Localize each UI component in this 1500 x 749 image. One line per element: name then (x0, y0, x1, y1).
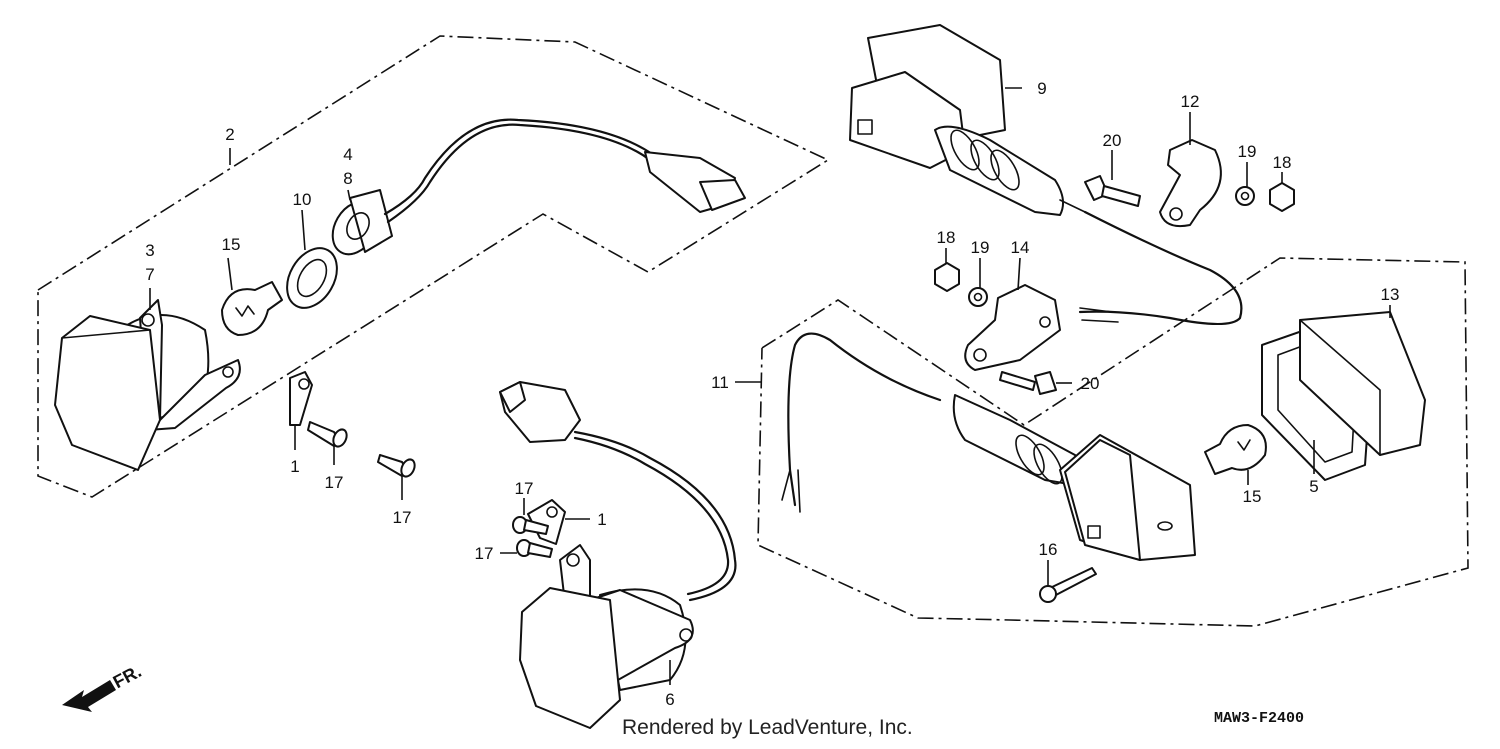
bulb-rear (1204, 424, 1267, 475)
nut-upper (1269, 182, 1295, 212)
callout-18-lower: 18 (937, 228, 956, 247)
callout-11: 11 (711, 373, 729, 392)
callout-15-front: 15 (222, 235, 241, 254)
rear-lower-winker (781, 332, 1196, 561)
callout-9: 9 (1037, 79, 1046, 98)
callout-8: 8 (343, 169, 352, 188)
callout-5: 5 (1309, 477, 1318, 496)
callout-17-front-2: 17 (475, 544, 494, 563)
group-outline-front-left (37, 35, 830, 498)
clamp-left (289, 371, 313, 426)
leader-lines (149, 87, 1391, 685)
group-outline-rear-right (757, 257, 1469, 627)
washer-upper (1235, 186, 1255, 206)
callout-17-left-2: 17 (393, 508, 412, 527)
callout-1-left: 1 (290, 457, 299, 476)
callout-4: 4 (343, 145, 352, 164)
callout-13: 13 (1381, 285, 1400, 304)
front-right-winker-assembly (499, 381, 737, 729)
screw-front-2 (516, 539, 553, 558)
bulb-front (221, 281, 283, 336)
callout-17-front-1: 17 (515, 479, 534, 498)
callout-numbers: 2 3 7 15 10 4 8 1 17 17 17 1 17 6 9 12 2… (145, 79, 1399, 709)
callout-1-front: 1 (597, 510, 606, 529)
diagram-code: MAW3-F2400 (1214, 710, 1305, 727)
callout-15-rear: 15 (1243, 487, 1262, 506)
washer-lower (968, 287, 988, 307)
callout-7: 7 (145, 265, 154, 284)
tapping-screw (1039, 567, 1097, 603)
screw-left-1 (307, 421, 348, 448)
callout-14: 14 (1011, 238, 1030, 257)
callout-20-upper: 20 (1103, 131, 1122, 150)
callout-3: 3 (145, 241, 154, 260)
callout-10: 10 (293, 190, 312, 209)
direction-label: FR. (110, 661, 145, 692)
nut-lower (934, 262, 960, 292)
callout-6: 6 (665, 690, 674, 709)
front-direction-arrow: FR. (62, 661, 145, 712)
bracket-rear-lower (964, 284, 1061, 371)
rear-upper-winker (849, 24, 1243, 326)
screw-front-1 (512, 516, 549, 535)
callout-20-lower: 20 (1081, 374, 1100, 393)
callout-16: 16 (1039, 540, 1058, 559)
socket-harness-front (331, 118, 746, 256)
callout-2: 2 (225, 125, 234, 144)
socket-ring (286, 247, 338, 309)
screw-left-2 (377, 454, 416, 478)
bolt-upper (1084, 175, 1141, 207)
bolt-lower (999, 371, 1057, 395)
callout-18-upper: 18 (1273, 153, 1292, 172)
credit-text: Rendered by LeadVenture, Inc. (622, 716, 913, 739)
callout-19-lower: 19 (971, 238, 990, 257)
front-left-winker-assembly (54, 299, 241, 471)
callout-17-left-1: 17 (325, 473, 344, 492)
callout-19-upper: 19 (1238, 142, 1257, 161)
callout-12: 12 (1181, 92, 1200, 111)
bracket-rear-upper (1159, 139, 1222, 228)
